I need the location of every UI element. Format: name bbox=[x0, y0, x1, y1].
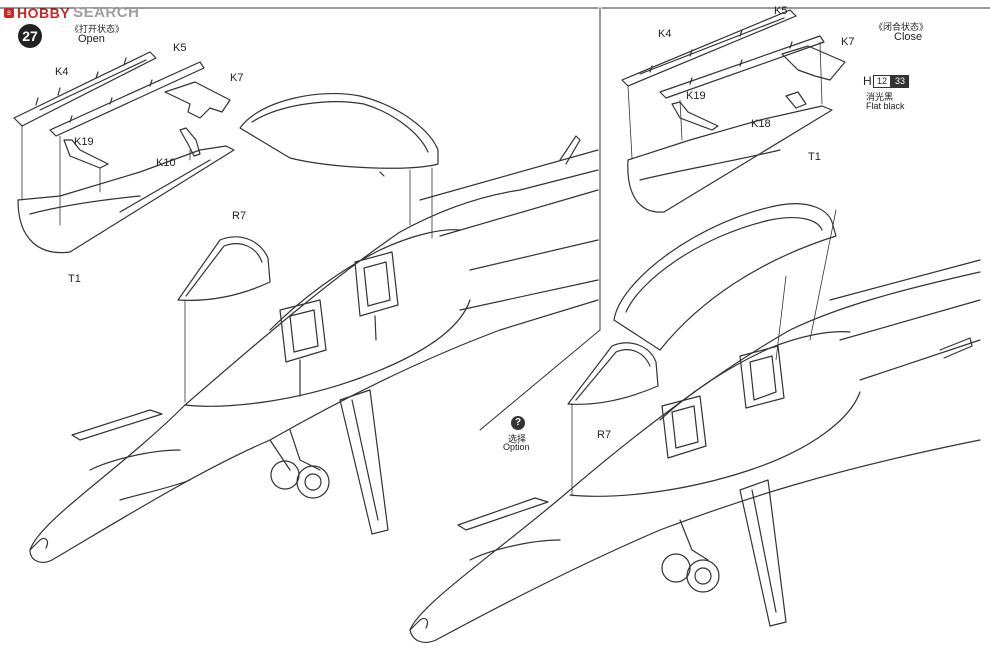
close-state-cn: 《闭合状态》 bbox=[874, 22, 929, 32]
open-view-parts bbox=[13, 51, 439, 403]
part-t1-left bbox=[17, 145, 235, 254]
aircraft-left bbox=[29, 135, 599, 563]
step-number: 27 bbox=[18, 24, 42, 48]
part-k7-right bbox=[781, 45, 846, 81]
option-icon: ? bbox=[511, 416, 525, 430]
label-k7-right: K7 bbox=[841, 36, 855, 48]
open-state-cn: 《打开状态》 bbox=[70, 24, 125, 34]
label-k19-left: K19 bbox=[74, 136, 94, 148]
label-r7-right: R7 bbox=[597, 429, 612, 441]
seat-front-right bbox=[661, 395, 707, 459]
label-k4-right: K4 bbox=[658, 28, 672, 40]
brand-text: SEARCH bbox=[73, 4, 140, 21]
brand-badge: s bbox=[4, 7, 14, 18]
divider-diagonal bbox=[479, 329, 601, 431]
paint-name-en: Flat black bbox=[866, 101, 905, 111]
label-k4-left: K4 bbox=[55, 66, 69, 78]
option-en: Option bbox=[503, 442, 530, 452]
brand-logo: HOBBY bbox=[17, 4, 71, 21]
part-r7-left bbox=[177, 236, 271, 301]
part-k4-left bbox=[13, 51, 157, 127]
option-cn: 选择 bbox=[508, 434, 527, 444]
part-k4-right bbox=[621, 9, 797, 87]
part-r7-right bbox=[567, 342, 659, 405]
open-state-en: Open bbox=[78, 33, 105, 45]
paint-code-1: 12 bbox=[873, 75, 892, 88]
part-k7-left bbox=[164, 81, 231, 119]
seat-rear-right bbox=[739, 345, 785, 409]
label-k18-right: K18 bbox=[751, 118, 771, 130]
close-view-parts bbox=[567, 9, 846, 497]
paint-code-box: 12 33 bbox=[873, 75, 910, 88]
label-k10-left: K10 bbox=[156, 157, 176, 169]
part-k19-left bbox=[63, 139, 109, 169]
part-k10-left bbox=[179, 127, 201, 157]
part-k5-right bbox=[659, 35, 825, 99]
brand-watermark: s HOBBY SEARCH bbox=[4, 4, 139, 21]
label-k19-right: K19 bbox=[686, 90, 706, 102]
label-k5-left: K5 bbox=[173, 42, 187, 54]
seat-front-left bbox=[279, 299, 327, 363]
close-state-en: Close bbox=[894, 31, 923, 43]
landing-gear-left bbox=[269, 429, 321, 471]
landing-gear-right bbox=[679, 519, 709, 561]
label-r7-left: R7 bbox=[232, 210, 247, 222]
aircraft-right bbox=[409, 259, 981, 643]
label-t1-left: T1 bbox=[68, 273, 81, 285]
paint-code-2: 33 bbox=[891, 75, 910, 88]
part-k19-right bbox=[671, 101, 719, 131]
paint-letter: H bbox=[863, 74, 872, 88]
paint-name-cn: 消光黑 bbox=[866, 92, 894, 102]
part-k18-right bbox=[785, 91, 807, 109]
canopy-open bbox=[239, 93, 439, 169]
label-k7-left: K7 bbox=[230, 72, 244, 84]
part-t1-right bbox=[627, 105, 833, 213]
canopy-closed bbox=[613, 203, 837, 351]
seat-rear-left bbox=[354, 251, 399, 317]
label-k5-right: K5 bbox=[774, 5, 788, 17]
label-t1-right: T1 bbox=[808, 151, 821, 163]
